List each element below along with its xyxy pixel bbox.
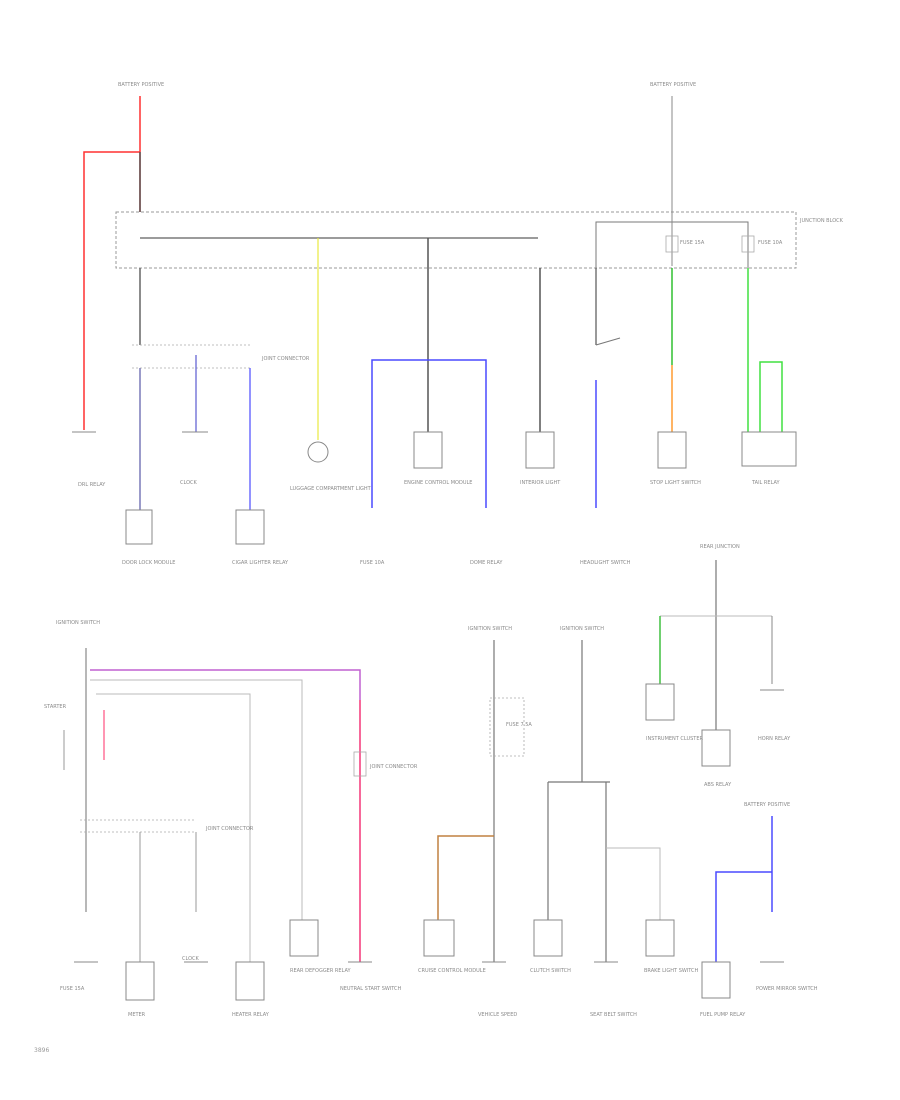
junction-block-outputs: JOINT CONNECTOR <box>132 238 783 510</box>
vehicle-speed-label: VEHICLE SPEED <box>478 1012 517 1018</box>
junction-block-label: JUNCTION BLOCK <box>799 218 844 224</box>
joint-connector-top-label: JOINT CONNECTOR <box>261 356 310 362</box>
lower-right-circuit: REAR JUNCTION INSTRUMENT CLUSTER ABS REL… <box>645 544 818 1018</box>
door-lock-module-label: DOOR LOCK MODULE <box>122 560 175 566</box>
mirror-label: POWER MIRROR SWITCH <box>756 986 818 992</box>
abs-relay-label: ABS RELAY <box>704 782 732 788</box>
ignition-mid-label: IGNITION SWITCH <box>468 626 512 632</box>
luggage-lamp-label: LUGGAGE COMPARTMENT LIGHT <box>290 486 372 492</box>
jb-fuse-b-label: FUSE 10A <box>758 240 783 246</box>
jc-right-label: JOINT CONNECTOR <box>205 826 254 832</box>
heater-relay-label: HEATER RELAY <box>232 1012 270 1018</box>
cluster-label: INSTRUMENT CLUSTER <box>646 736 704 742</box>
stop-light-label: STOP LIGHT SWITCH <box>650 480 701 486</box>
brake-light-label: BRAKE LIGHT SWITCH <box>644 968 699 974</box>
radio-fuse-label: FUSE 10A <box>360 560 385 566</box>
clutch-switch-label: CLUTCH SWITCH <box>530 968 571 974</box>
row-1-labels: DRL RELAY CLOCK LUGGAGE COMPARTMENT LIGH… <box>78 480 781 566</box>
top-right-source-label: BATTERY POSITIVE <box>650 82 696 88</box>
cruise-control-label: CRUISE CONTROL MODULE <box>418 968 486 974</box>
starter-label: STARTER <box>44 704 67 710</box>
horn-relay-label: HORN RELAY <box>758 736 791 742</box>
joint-connector-mid-label: JOINT CONNECTOR <box>369 764 418 770</box>
power-source-right-label: BATTERY POSITIVE <box>744 802 790 808</box>
fuel-pump-label: FUEL PUMP RELAY <box>700 1012 746 1018</box>
meter-label: METER <box>128 1012 146 1018</box>
drl-label: DRL RELAY <box>78 482 106 488</box>
neutral-start-label: NEUTRAL START SWITCH <box>340 986 402 992</box>
lower-middle-circuit: IGNITION SWITCH FUSE 7.5A CRUISE CONTROL… <box>418 626 699 1018</box>
junction-block: FUSE 15A FUSE 10A JUNCTION BLOCK <box>115 211 844 269</box>
rear-jb-label: REAR JUNCTION <box>700 544 740 550</box>
top-left-source-label: BATTERY POSITIVE <box>118 82 164 88</box>
dome-relay-label: DOME RELAY <box>470 560 503 566</box>
clock-mid-label: CLOCK <box>182 956 200 962</box>
diagram-code: 3896 <box>34 1047 49 1054</box>
cigar-lighter-label: CIGAR LIGHTER RELAY <box>232 560 289 566</box>
components-row-1 <box>72 431 797 545</box>
top-power-sources: BATTERY POSITIVE BATTERY POSITIVE <box>83 82 696 430</box>
headlight-switch-label: HEADLIGHT SWITCH <box>580 560 631 566</box>
ignition-mid2-label: IGNITION SWITCH <box>560 626 604 632</box>
lower-left-circuit: IGNITION SWITCH STARTER JOINT CONNECTOR … <box>44 620 418 1018</box>
ignition-switch-label: IGNITION SWITCH <box>56 620 100 626</box>
engine-control-label: ENGINE CONTROL MODULE <box>404 480 472 486</box>
interior-light-label: INTERIOR LIGHT <box>520 480 561 486</box>
fuse-15a-left-label: FUSE 15A <box>60 986 85 992</box>
clock-label: CLOCK <box>180 480 198 486</box>
rear-defogger-label: REAR DEFOGGER RELAY <box>290 968 351 974</box>
relay-fuse-label: FUSE 7.5A <box>506 722 532 728</box>
seat-belt-label: SEAT BELT SWITCH <box>590 1012 637 1018</box>
tail-relay-label: TAIL RELAY <box>751 480 781 486</box>
jb-fuse-a-label: FUSE 15A <box>680 240 705 246</box>
